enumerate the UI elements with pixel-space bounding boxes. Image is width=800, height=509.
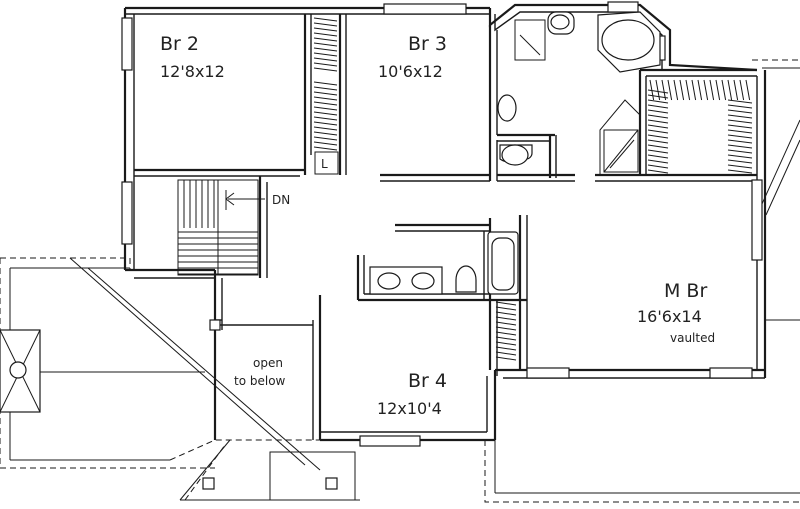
interior-walls [134,14,757,440]
open-to-below-area [209,319,221,331]
window-stair [121,181,133,245]
bath1-fixtures [497,11,575,166]
room-size-mbr: 16'6x14 [637,307,702,326]
window-br2-left [121,17,133,71]
linen-closet: L [314,151,339,175]
room-name-br4: Br 4 [408,370,447,392]
stair-arrow-icon [225,190,265,210]
closet-hanging-icons [313,17,753,361]
window-br4 [359,435,421,447]
toilet-bowl-icon [501,144,529,166]
roof-vent-icon [0,329,41,413]
window-br3-top [383,3,467,15]
room-size-br2: 12'8x12 [160,62,225,81]
sink-right-icon [411,272,435,290]
window-mbr-bottom-2 [709,367,753,379]
room-labels: Br 2 12'8x12 Br 3 10'6x12 M Br 16'6x14 v… [160,33,715,418]
hall-toilet-icon [455,265,477,293]
room-name-mbr: M Br [664,280,707,302]
entry-porch [169,439,360,501]
roof-outlines [0,59,800,503]
stair-label: DN [272,193,290,207]
hall-bath-fixtures [369,231,519,295]
room-note-mbr: vaulted [670,331,715,345]
open-to-below-label-2: to below [234,374,286,388]
linen-label: L [321,157,328,171]
window-mbr-bottom-1 [526,367,570,379]
room-name-br2: Br 2 [160,33,199,55]
staircase [177,179,259,276]
open-to-below-label-1: open [253,356,283,370]
master-tub-icon [597,11,661,73]
window-bath-top [607,1,639,13]
room-size-br4: 12x10'4 [377,399,442,418]
room-size-br3: 10'6x12 [378,62,443,81]
sink-icon [497,94,517,122]
sink-left-icon [377,272,401,290]
window-mbr-right [751,179,763,261]
post-icon [209,319,221,331]
master-shower-icon [599,99,641,176]
room-name-br3: Br 3 [408,33,447,55]
